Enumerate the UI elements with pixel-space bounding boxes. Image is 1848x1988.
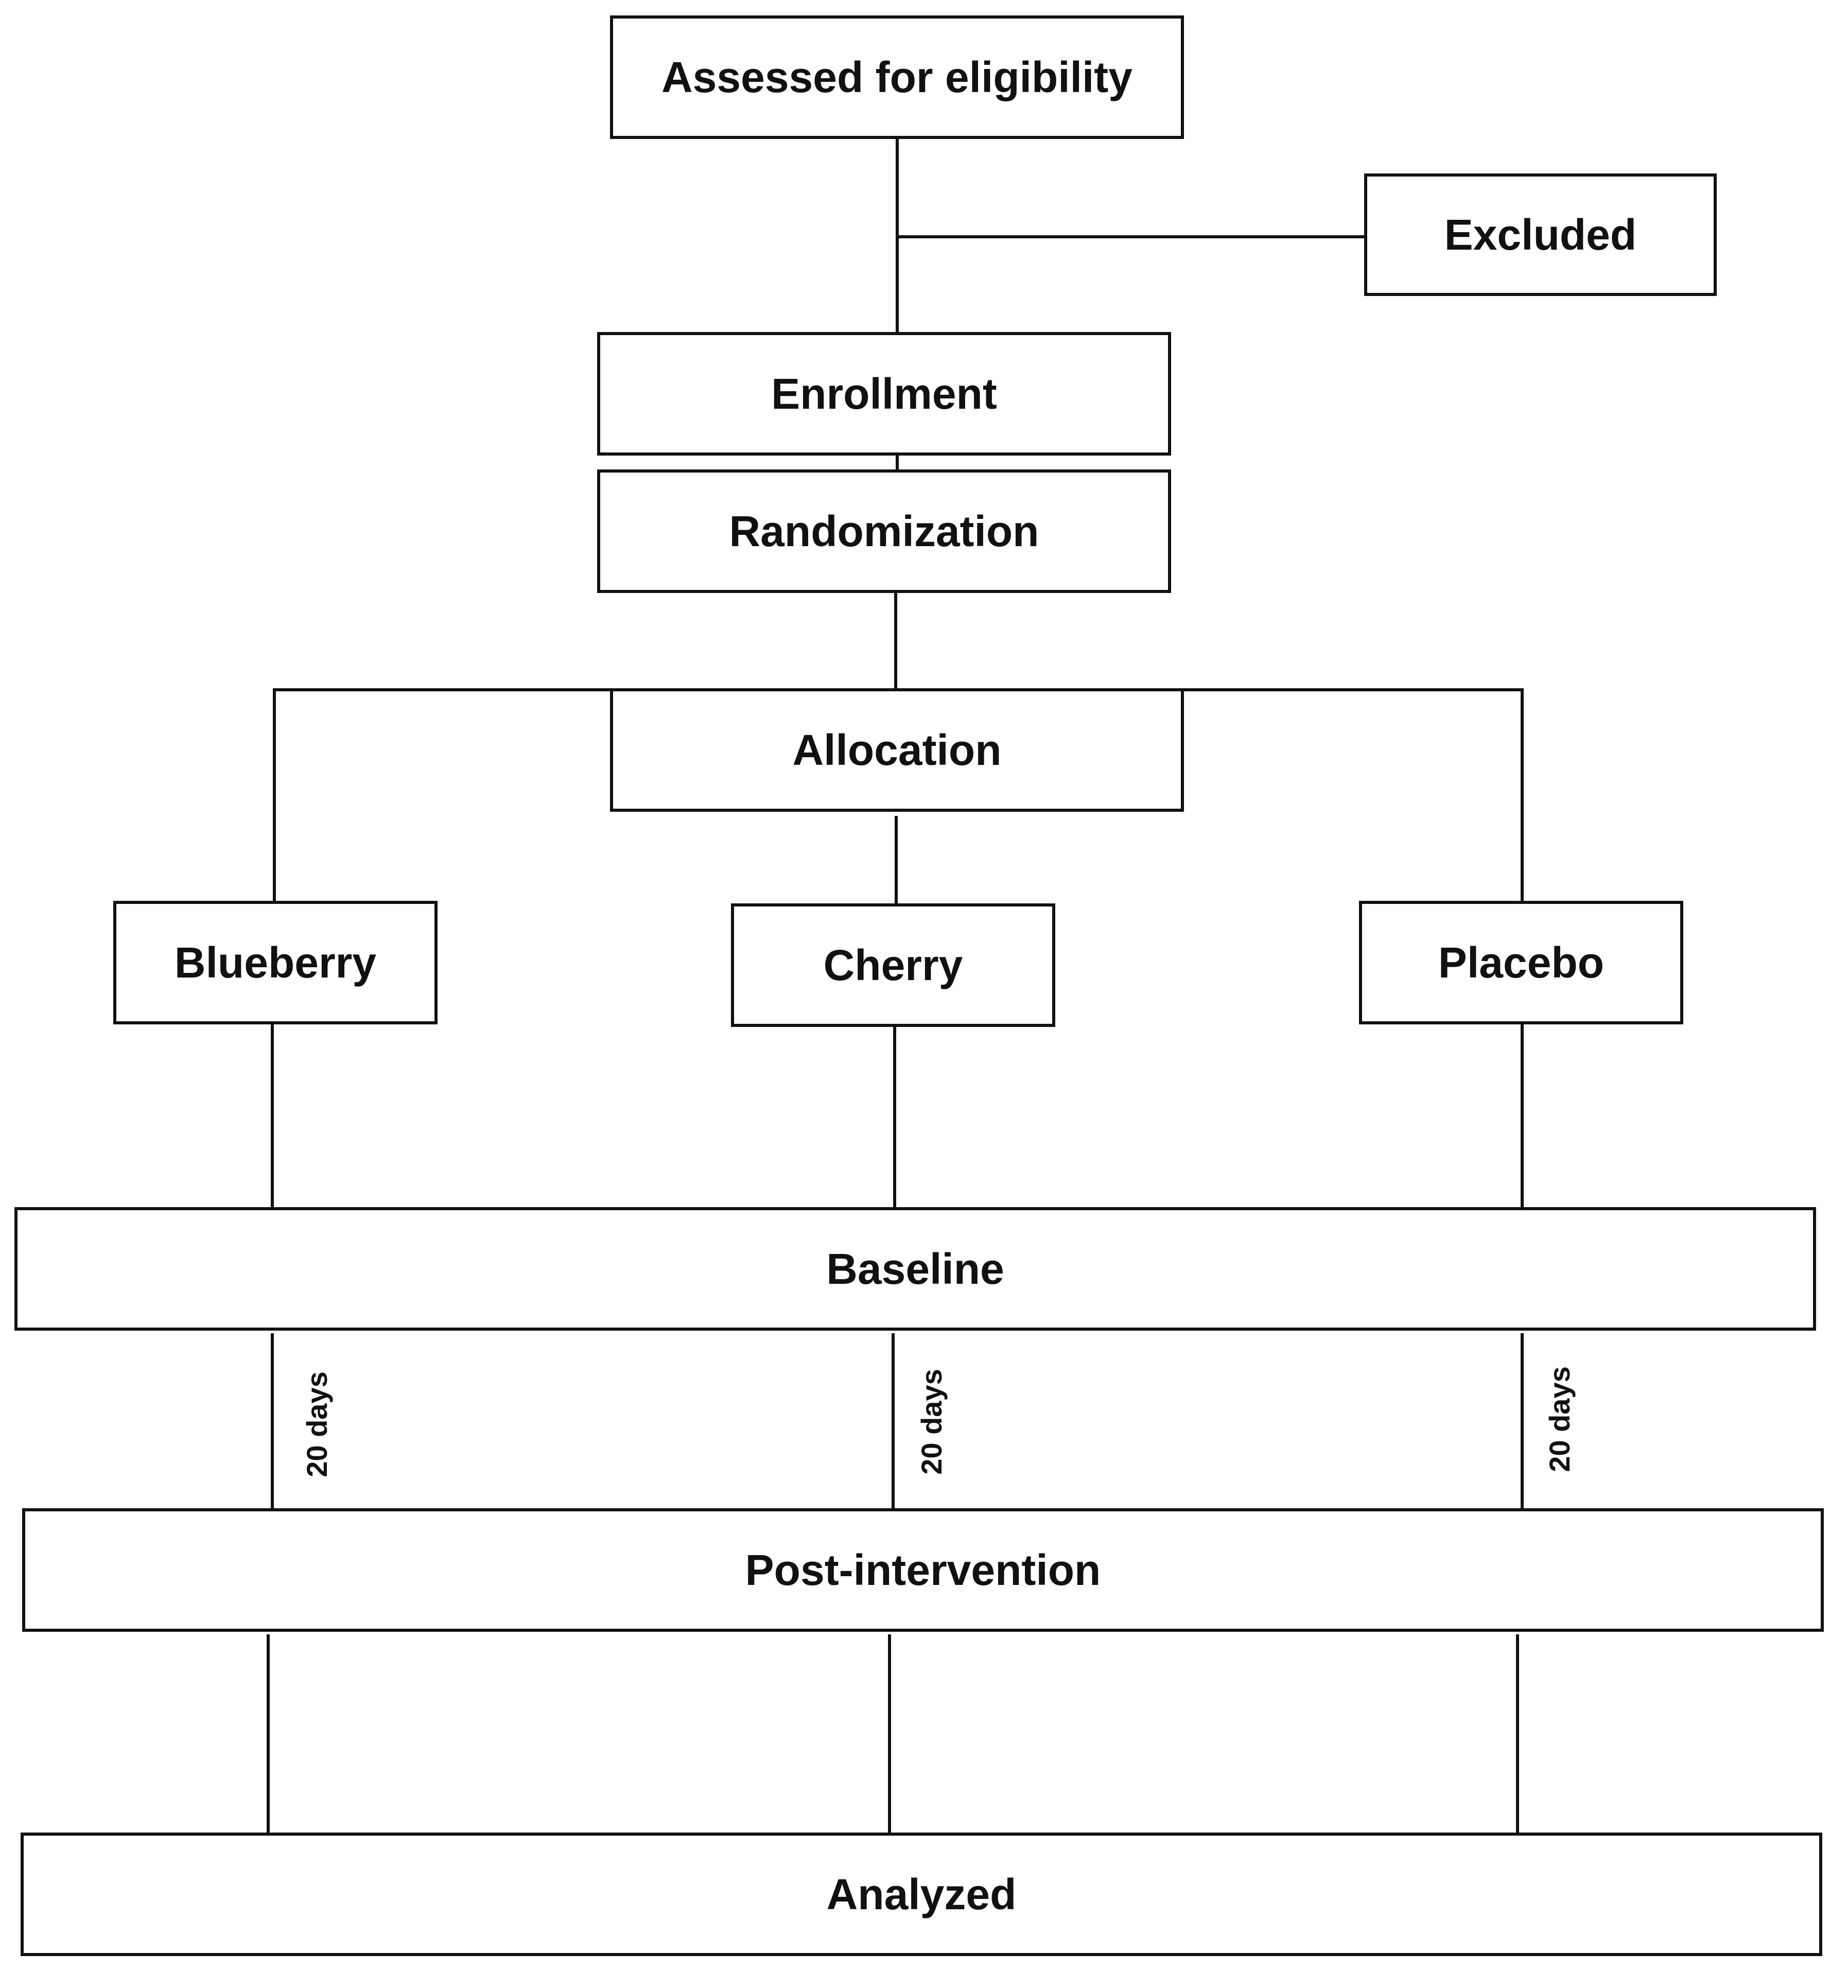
- assessed-for-eligibility-box: Assessed for eligibility: [610, 15, 1184, 139]
- enrollment-label: Enrollment: [771, 369, 997, 418]
- excluded-label: Excluded: [1444, 210, 1637, 259]
- cherry-label: Cherry: [823, 940, 963, 989]
- post-intervention-box: Post-intervention: [22, 1508, 1824, 1632]
- connector-cherry-post: [892, 1333, 895, 1516]
- placebo-box: Placebo: [1359, 901, 1683, 1024]
- cherry-box: Cherry: [731, 903, 1055, 1027]
- blueberry-duration-label: 20 days: [301, 1371, 333, 1477]
- placebo-label: Placebo: [1438, 938, 1605, 987]
- randomization-label: Randomization: [729, 507, 1039, 555]
- analyzed-label: Analyzed: [826, 1870, 1017, 1919]
- analyzed-box: Analyzed: [21, 1833, 1822, 1956]
- connector-allocation-cherry: [895, 816, 898, 906]
- randomization-box: Randomization: [597, 469, 1171, 593]
- connector-randomization-split: [894, 592, 897, 690]
- connector-placebo-post: [1521, 1333, 1524, 1516]
- connector-blueberry-analyzed: [267, 1634, 270, 1835]
- allocation-label: Allocation: [792, 725, 1002, 774]
- connector-placebo-baseline: [1521, 1024, 1524, 1212]
- baseline-box: Baseline: [14, 1207, 1816, 1331]
- connector-blueberry-baseline: [271, 1024, 274, 1212]
- connector-enrollment-randomization: [896, 453, 899, 471]
- baseline-label: Baseline: [826, 1244, 1004, 1293]
- connector-cherry-baseline: [893, 1027, 896, 1212]
- blueberry-label: Blueberry: [174, 938, 377, 987]
- allocation-box: Allocation: [610, 688, 1184, 812]
- blueberry-box: Blueberry: [113, 901, 438, 1024]
- cherry-duration-label: 20 days: [915, 1369, 948, 1475]
- connector-to-blueberry: [273, 688, 276, 904]
- post-intervention-label: Post-intervention: [745, 1545, 1101, 1594]
- connector-cherry-analyzed: [888, 1634, 891, 1838]
- excluded-box: Excluded: [1364, 173, 1717, 296]
- placebo-duration-label: 20 days: [1543, 1366, 1576, 1472]
- connector-to-placebo: [1521, 688, 1524, 904]
- assessed-for-eligibility-label: Assessed for eligibility: [661, 53, 1132, 101]
- connector-placebo-analyzed: [1516, 1634, 1519, 1835]
- connector-blueberry-post: [271, 1333, 274, 1516]
- enrollment-box: Enrollment: [597, 332, 1171, 456]
- connector-to-excluded: [896, 235, 1369, 238]
